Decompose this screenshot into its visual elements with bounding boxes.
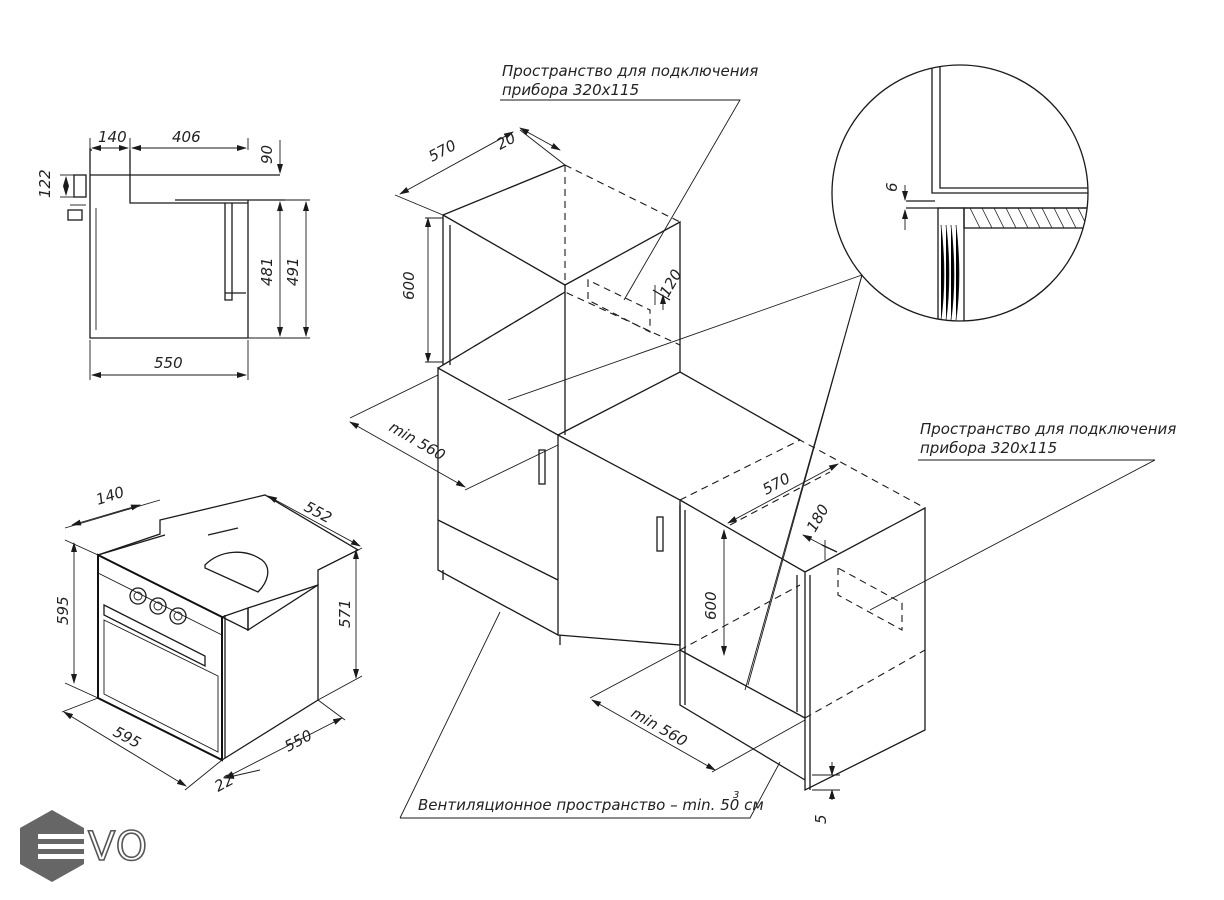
connection-note-right-1: Пространство для подключения xyxy=(920,420,1176,438)
oven-dim-140: 140 xyxy=(94,483,127,509)
column-dim-600: 600 xyxy=(400,271,418,300)
counter-dim-180: 180 xyxy=(803,501,833,535)
under-counter-install-drawing: 570 180 600 min 560 5 Пространство для п… xyxy=(589,420,1176,824)
side-dim-481: 481 xyxy=(258,257,276,286)
counter-dim-600: 600 xyxy=(702,591,720,620)
column-dim-570: 570 xyxy=(425,136,459,165)
oven-dim-550: 550 xyxy=(281,726,315,755)
column-install-drawing: 570 20 600 120 min 560 Пространство для … xyxy=(349,62,801,646)
ventilation-note: Вентиляционное пространство – min. 50 см… xyxy=(399,611,781,819)
side-dim-406: 406 xyxy=(172,128,201,146)
ventilation-text: Вентиляционное пространство – min. 50 см xyxy=(418,796,764,814)
side-dim-140: 140 xyxy=(98,128,127,146)
counter-dim-5: 5 xyxy=(812,814,830,824)
column-dim-20: 20 xyxy=(493,129,518,154)
evo-logo: VO xyxy=(20,810,148,882)
connection-note-right-2: прибора 320x115 xyxy=(920,439,1057,457)
detail-circle: 6 xyxy=(831,64,1089,322)
side-dim-550: 550 xyxy=(154,354,183,372)
side-dim-122: 122 xyxy=(36,169,54,198)
ventilation-sup: 3 xyxy=(733,790,739,801)
logo-text: VO xyxy=(88,824,148,870)
detail-leaders xyxy=(507,274,863,691)
side-dim-491: 491 xyxy=(284,257,302,286)
connection-note-top-1: Пространство для подключения xyxy=(502,62,758,80)
detail-dim-6: 6 xyxy=(883,182,901,192)
oven-3d-drawing: 140 552 595 571 595 550 22 xyxy=(54,483,363,796)
counter-dim-min560: min 560 xyxy=(628,704,690,750)
wood-hatching xyxy=(940,207,1088,321)
column-dim-min560: min 560 xyxy=(386,418,448,464)
connection-note-top-2: прибора 320x115 xyxy=(502,81,639,99)
side-view-drawing: 140 406 90 122 481 491 550 xyxy=(36,128,310,380)
oven-dim-571: 571 xyxy=(336,599,354,628)
oven-dim-552: 552 xyxy=(301,498,335,527)
side-dim-90: 90 xyxy=(258,145,276,164)
oven-dim-595-w: 595 xyxy=(110,723,144,752)
oven-dim-595-h: 595 xyxy=(54,596,72,625)
